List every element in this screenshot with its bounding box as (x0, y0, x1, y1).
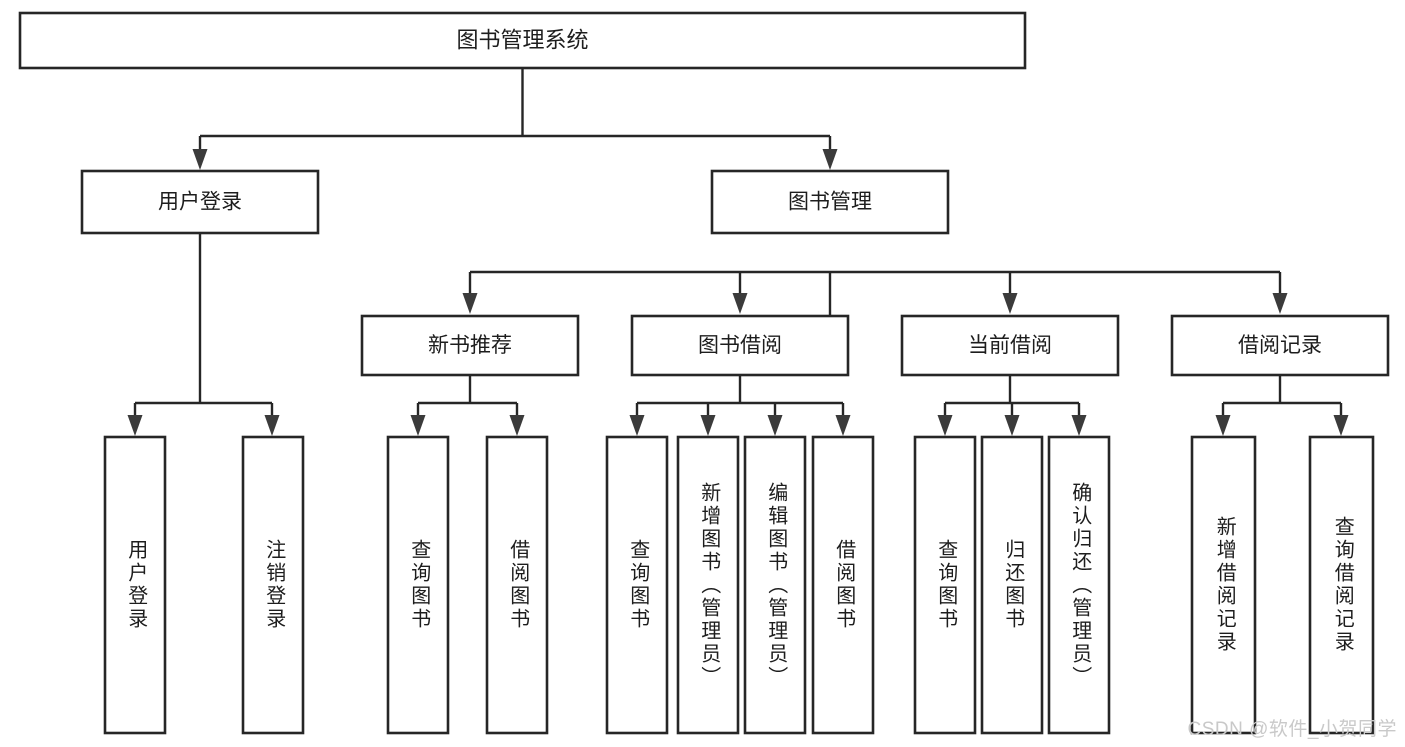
arrowhead-icon (192, 149, 208, 170)
node-level2[interactable] (80, 169, 320, 235)
node-leaf[interactable] (1190, 435, 1257, 735)
arrowhead-icon (937, 415, 953, 436)
arrowhead-icon (629, 415, 645, 436)
node-leaf[interactable] (605, 435, 669, 735)
node-leaf[interactable] (811, 435, 875, 735)
node-leaf[interactable] (1047, 435, 1111, 735)
node-label: 图书借阅 (698, 334, 782, 357)
arrowhead-icon (410, 415, 426, 436)
node-leaf[interactable] (485, 435, 549, 735)
arrowhead-icon (732, 293, 748, 314)
arrowhead-icon (1272, 293, 1288, 314)
node-leaf[interactable] (241, 435, 305, 735)
node-leaf[interactable] (386, 435, 450, 735)
node-level3[interactable] (1170, 314, 1390, 377)
node-label: 用户登录 (158, 191, 242, 214)
csdn-watermark: CSDN @软件_小贺同学 (1187, 719, 1397, 740)
node-label: 图书管理系统 (456, 27, 588, 52)
node-label: 新书推荐 (428, 334, 512, 357)
arrowhead-icon (1071, 415, 1087, 436)
node-boxes-layer (18, 11, 1390, 735)
arrowhead-icon (462, 293, 478, 314)
node-leaf[interactable] (913, 435, 977, 735)
node-leaf[interactable] (980, 435, 1044, 735)
arrowhead-icon (822, 149, 838, 170)
node-level3[interactable] (900, 314, 1120, 377)
arrowhead-icon (509, 415, 525, 436)
arrowhead-icon (264, 415, 280, 436)
arrowheads-layer (127, 149, 1349, 436)
arrowhead-icon (1002, 293, 1018, 314)
node-level3[interactable] (630, 314, 850, 377)
arrowhead-icon (835, 415, 851, 436)
node-leaf[interactable] (676, 435, 740, 735)
arrowhead-icon (127, 415, 143, 436)
node-label: 借阅记录 (1238, 334, 1322, 357)
node-leaf[interactable] (103, 435, 167, 735)
node-label: 当前借阅 (968, 334, 1052, 357)
arrowhead-icon (700, 415, 716, 436)
node-level3[interactable] (360, 314, 580, 377)
node-level2[interactable] (710, 169, 950, 235)
arrowhead-icon (1215, 415, 1231, 436)
node-label: 图书管理 (788, 191, 872, 214)
node-leaf[interactable] (743, 435, 807, 735)
node-leaf[interactable] (1308, 435, 1375, 735)
arrowhead-icon (767, 415, 783, 436)
arrowhead-icon (1333, 415, 1349, 436)
arrowhead-icon (1004, 415, 1020, 436)
node-root[interactable] (18, 11, 1027, 70)
